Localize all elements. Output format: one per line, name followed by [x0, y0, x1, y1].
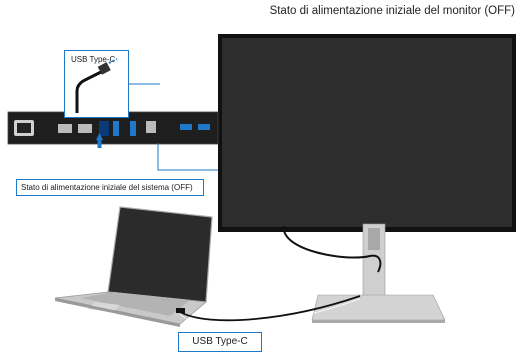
system-power-state-label: Stato di alimentazione iniziale del sist… [16, 179, 204, 196]
arrow-up-icon [96, 133, 103, 140]
usb-a-port-4 [198, 124, 210, 130]
usb-a-port-2 [130, 121, 136, 136]
usb-c-cable [179, 295, 361, 322]
monitor-screen [222, 38, 512, 227]
hdmi-port [58, 124, 72, 133]
usb-c-plug [176, 308, 185, 313]
usb-c-port-callout: USB Type-C [64, 50, 129, 118]
usb-c-cable-label: USB Type-C [178, 332, 262, 352]
monitor [218, 34, 516, 323]
usb-a-port-3 [180, 124, 192, 130]
laptop-keyboard [80, 292, 190, 316]
monitor-power-cable [282, 225, 382, 273]
monitor-stand-base [311, 294, 446, 321]
usb-c-port-label: USB Type-C [71, 55, 116, 64]
usb-a-port-1 [113, 121, 119, 136]
usb-c-port [99, 121, 109, 136]
laptop [54, 206, 213, 327]
laptop-screen [107, 206, 213, 303]
displayport-port [78, 124, 92, 133]
port-leader-line [157, 143, 218, 171]
monitor-stand-slot [368, 228, 380, 250]
usb-c-connector-icon [75, 58, 118, 113]
ethernet-port [146, 121, 156, 133]
monitor-power-state-title: Stato di alimentazione iniziale del moni… [269, 5, 515, 17]
